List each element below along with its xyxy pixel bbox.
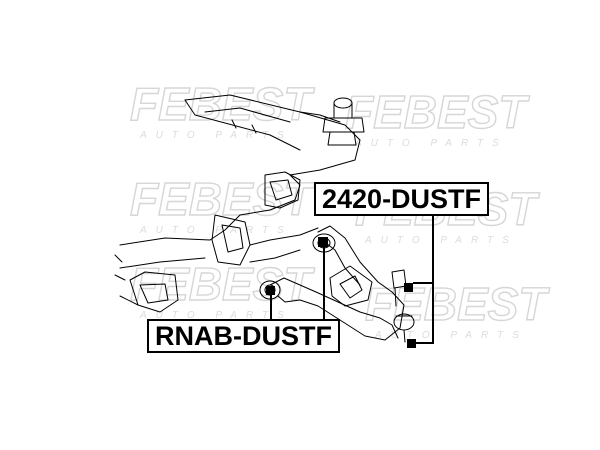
watermark-tagline: AUTO PARTS (364, 235, 518, 246)
watermark-tagline: AUTO PARTS (354, 138, 508, 149)
marker-ball-joint-top (404, 283, 413, 292)
leader-2420-lower (416, 214, 434, 344)
ball-joint (391, 269, 415, 343)
lower-control-arm (269, 225, 405, 341)
subframe (114, 94, 361, 313)
watermark-brand: FEBEST (345, 86, 530, 138)
marker-ball-joint-bottom (407, 339, 416, 348)
marker-front-bushing (318, 237, 328, 247)
watermark-tagline: AUTO PARTS (374, 330, 528, 341)
part-number-label-lower: RNAB-DUSTF (147, 319, 340, 353)
part-markers (266, 237, 416, 348)
strut-mount (322, 97, 365, 146)
watermark-brand: FEBEST (130, 78, 315, 130)
watermark-tagline: AUTO PARTS (139, 310, 293, 321)
marker-rear-bushing (266, 286, 275, 295)
watermark-tagline: AUTO PARTS (139, 130, 293, 141)
watermark-tagline: AUTO PARTS (139, 225, 293, 236)
part-number-label-upper: 2420-DUSTF (314, 182, 490, 216)
leader-lines (270, 214, 434, 344)
